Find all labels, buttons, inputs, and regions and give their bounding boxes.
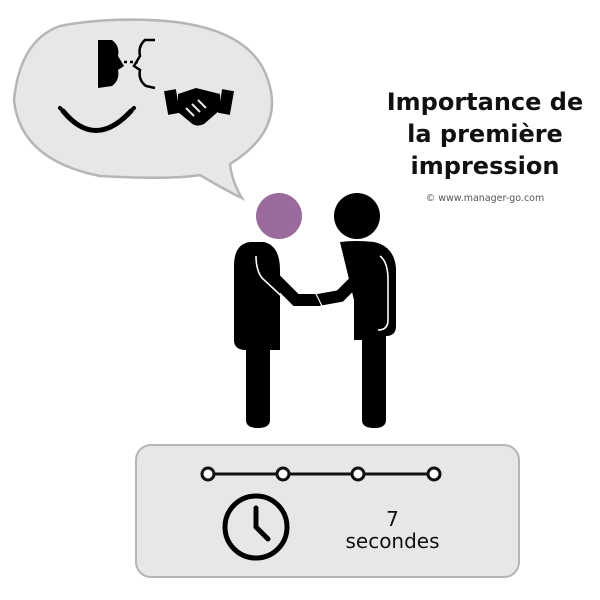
smile-icon [58, 106, 136, 133]
timeline-overlay [200, 466, 442, 482]
timer-panel [135, 444, 520, 578]
timeline-point [350, 466, 366, 482]
timeline-point [200, 466, 216, 482]
person-right [312, 193, 396, 428]
person-left-body [234, 242, 280, 428]
timeline-point [275, 466, 291, 482]
title-line-3: impression [410, 152, 560, 180]
duration-label: 7 secondes [330, 508, 455, 552]
clock-icon [222, 493, 290, 561]
title-line-1: Importance de [386, 88, 584, 116]
person-left [234, 193, 324, 428]
page-title: Importance de la première impression [380, 86, 590, 182]
person-right-head [334, 193, 380, 239]
person-left-arm [256, 246, 324, 306]
duration-unit: secondes [345, 529, 440, 553]
speech-bubble [12, 18, 274, 201]
person-left-head [256, 193, 302, 239]
copyright-credit: © www.manager-go.com [425, 193, 545, 204]
timeline-point [426, 466, 442, 482]
handshake-icon [164, 88, 234, 126]
face-to-face-icon [98, 38, 156, 90]
duration-value: 7 [386, 507, 399, 531]
title-line-2: la première [407, 120, 563, 148]
person-right-arm [312, 248, 376, 306]
